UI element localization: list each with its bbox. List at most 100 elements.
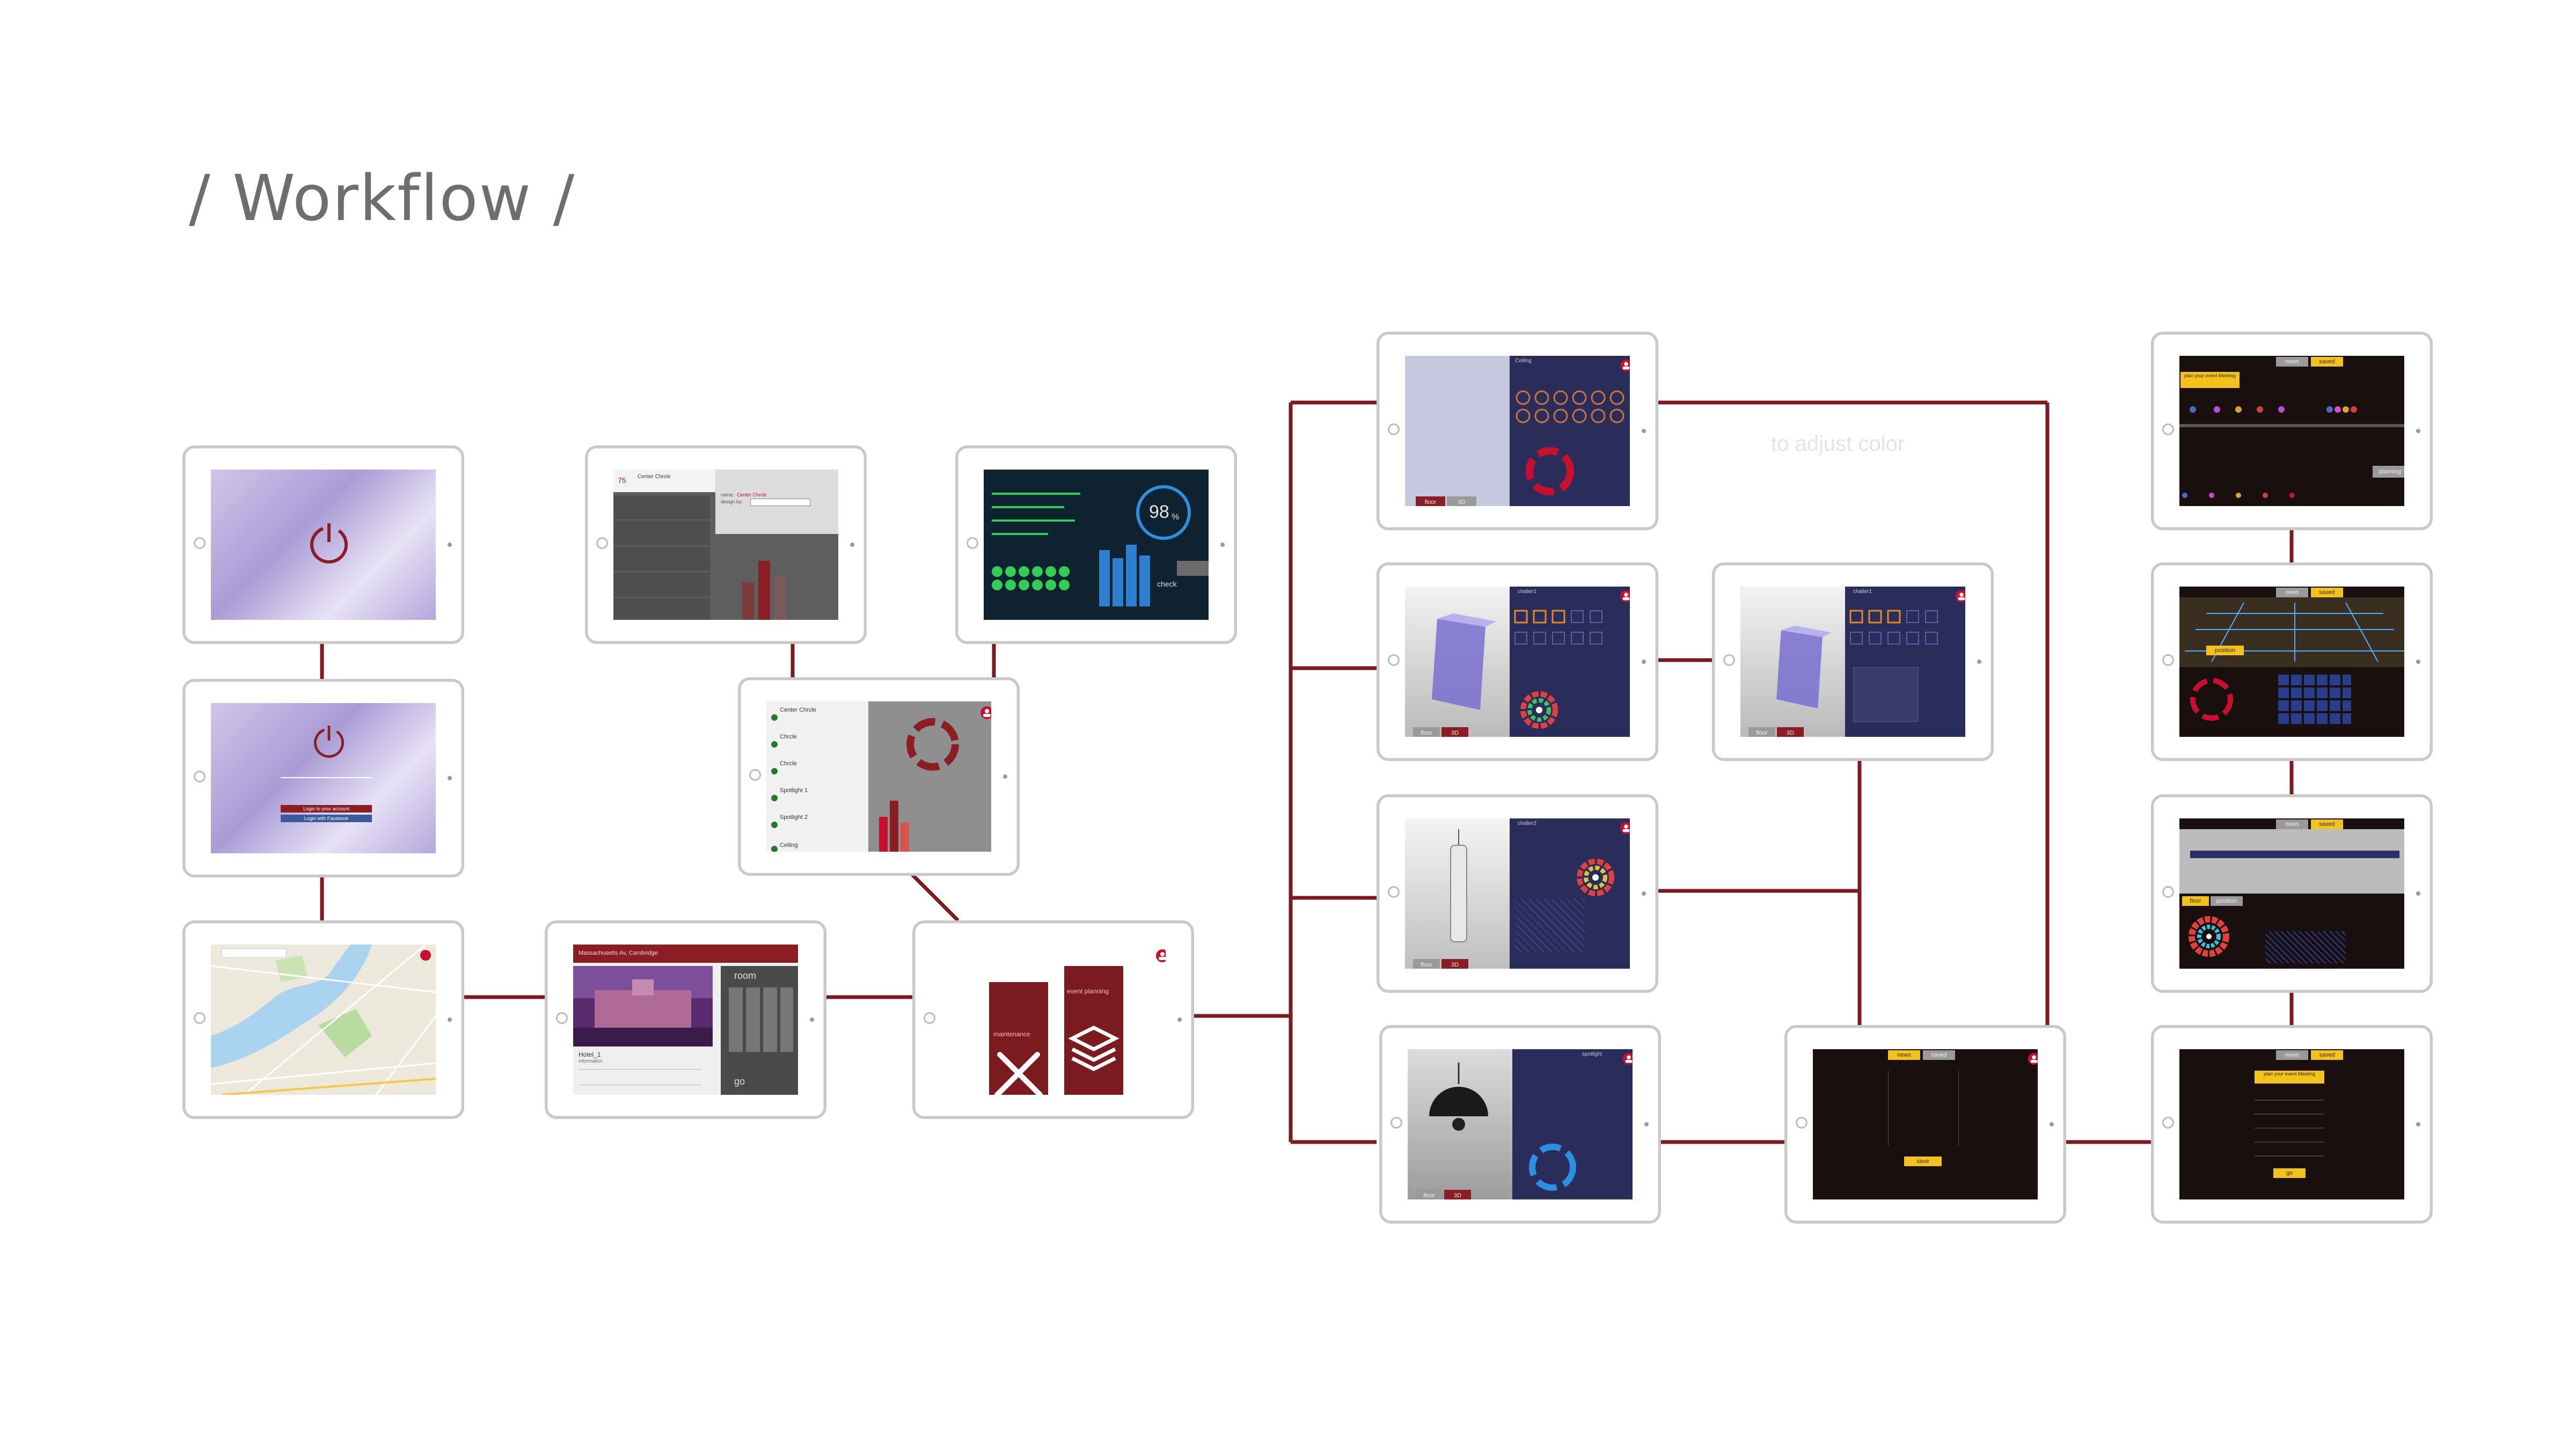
color-wheel-icon[interactable] [1577,859,1614,896]
ring-graphic [1529,1144,1576,1191]
user-avatar-icon[interactable] [1620,359,1630,372]
tablet-mode-select[interactable]: maintenance event planning [912,920,1194,1119]
login-button[interactable]: Login to your account [281,805,372,813]
user-avatar-icon[interactable] [1955,590,1965,603]
go-button[interactable]: go [734,1076,745,1087]
form-fields[interactable] [2255,1087,2324,1157]
square-grid [1849,610,1938,645]
home-button [1796,1117,1807,1129]
tablet-grid-3d[interactable]: news saved position [2151,562,2433,761]
3d-tab[interactable]: 3D [1441,727,1468,737]
planning-button[interactable]: planning [2373,466,2404,478]
tab-saved[interactable]: saved [2311,588,2343,597]
settings-panel[interactable] [1853,667,1919,722]
tablet-planning[interactable]: plan your event Meeting news saved plann… [2151,332,2433,530]
screen-spotlight: spotlight floor 3D [1408,1049,1633,1199]
color-wheel-icon[interactable] [1520,691,1558,729]
tab-saved[interactable]: saved [1923,1050,1955,1060]
user-avatar-icon[interactable] [980,706,991,720]
tab-tube[interactable]: chalier2 [1518,821,1537,826]
tablet-save[interactable]: news saved save [1784,1025,2066,1224]
legend-dots [2182,493,2295,498]
event-planning-button[interactable] [1064,966,1123,1095]
item-count-badge: 75 [618,476,626,485]
tablet-light-list[interactable]: Center Chrcle Chrcle Chrcle Spotlight 1 … [738,677,1020,876]
user-avatar-icon[interactable] [1620,590,1630,603]
camera-dot [2416,891,2420,896]
tablet-login[interactable] [182,445,464,644]
list-item[interactable]: Ceiling [780,842,798,848]
screen-ceiling: Ceiling floor 3D [1405,356,1630,506]
map-view[interactable] [211,945,436,1095]
tablet-spotlight[interactable]: spotlight floor 3D [1379,1025,1661,1224]
tablet-map[interactable] [182,920,464,1119]
camera-dot [448,1018,452,1022]
tab-news[interactable]: news [2276,588,2308,597]
floor-tab[interactable]: floor [1416,1190,1443,1199]
go-button[interactable]: go [2273,1168,2306,1178]
floor-tab[interactable]: floor [1416,496,1445,506]
tablet-center-edit[interactable]: 75 Center Chrcle name: Center Chrcle des… [585,445,867,644]
floor-tab[interactable]: floor [2182,896,2209,906]
tab-saved[interactable]: saved [2311,1050,2343,1060]
home-button [194,771,206,782]
check-button[interactable]: check [1157,580,1177,588]
tablet-plan-go[interactable]: news saved plan your event Meeting go [2151,1025,2433,1224]
list-item[interactable]: Spotlight 2 [780,814,808,821]
color-wheel-icon[interactable] [2187,915,2230,958]
screen-map[interactable] [211,945,436,1095]
username-field[interactable] [281,773,372,778]
home-button [1388,886,1400,898]
tablet-ceiling[interactable]: Ceiling floor 3D [1377,332,1658,530]
screen-center-edit: 75 Center Chrcle name: Center Chrcle des… [613,470,838,620]
page-title: / Workflow / [189,161,576,235]
list-item[interactable]: Center Chrcle [780,707,816,713]
3d-tab[interactable]: 3D [1444,1190,1471,1199]
design-select[interactable] [750,499,810,506]
tab-spotlight[interactable]: spotlight [1582,1051,1602,1057]
tablet-chalier-detail[interactable]: chalier1 floor 3D [1712,562,1994,761]
user-avatar-icon[interactable] [1622,1052,1633,1065]
list-panel [766,701,868,852]
tablet-chalier[interactable]: chalier1 floor 3D [1377,562,1658,761]
color-dots [2179,406,2404,427]
tab-ceiling[interactable]: Ceiling [1515,358,1532,364]
tablet-bar-3d[interactable]: news saved floor position [2151,794,2433,993]
list-item[interactable]: Chrcle [780,760,797,767]
3d-tab[interactable]: 3D [1441,959,1468,969]
position-tab[interactable]: position [2211,896,2243,906]
power-icon[interactable] [302,515,356,569]
tablet-login-form[interactable]: Login to your account Login with Faceboo… [182,679,464,877]
tab-news[interactable]: news [1888,1050,1920,1060]
tab-saved[interactable]: saved [2311,357,2343,367]
tube-render [1450,829,1467,942]
home-button [967,537,978,549]
user-avatar-icon[interactable] [1620,822,1630,835]
tablet-tube-light[interactable]: chalier2 floor 3D [1377,794,1658,993]
tab-news[interactable]: news [2276,357,2308,367]
room-keypad[interactable] [729,987,793,1052]
tab-chalier[interactable]: chalier1 [1518,589,1537,595]
user-avatar-icon[interactable] [1155,949,1166,963]
floor-tab[interactable]: floor [1748,727,1775,737]
facebook-login-button[interactable]: Login with Facebook [281,815,372,822]
tab-chalier[interactable]: chalier1 [1853,589,1872,595]
room-label: room [734,970,757,981]
user-avatar-icon[interactable] [2028,1052,2038,1065]
screen-plan-go: news saved plan your event Meeting go [2179,1049,2404,1199]
tab-saved[interactable]: saved [2311,819,2343,829]
list-item[interactable]: Chrcle [780,734,797,740]
form-fields[interactable] [1888,1071,1959,1146]
tablet-dashboard[interactable]: 98 % check [955,445,1237,644]
tab-news[interactable]: news [2276,1050,2308,1060]
position-tab[interactable]: position [2206,646,2244,655]
3d-tab[interactable]: 3D [1777,727,1804,737]
hotel-info: Information [579,1058,603,1064]
tablet-venue[interactable]: Massachusetts Av, Cambridge Hotel_1 Info… [545,920,826,1119]
floor-tab[interactable]: floor [1413,959,1440,969]
floor-tab[interactable]: floor [1413,727,1440,737]
3d-tab[interactable]: 3D [1447,496,1476,506]
tab-news[interactable]: news [2276,819,2308,829]
save-button[interactable]: save [1904,1157,1942,1166]
list-item[interactable]: Spotlight 1 [780,787,808,794]
